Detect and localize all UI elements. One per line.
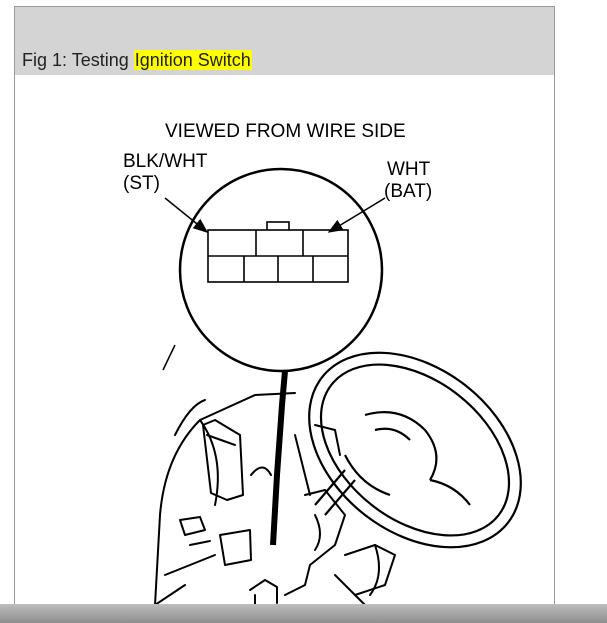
dashboard-sketch [154, 392, 396, 605]
st-label: (ST) [123, 173, 160, 194]
wht-label: WHT [387, 159, 431, 180]
caption-bar: Fig 1: Testing Ignition Switch [15, 7, 554, 75]
figure-caption: Fig 1: Testing Ignition Switch [22, 49, 252, 71]
figure-frame: Fig 1: Testing Ignition Switch VIEWED FR… [14, 6, 555, 605]
view-label: VIEWED FROM WIRE SIDE [165, 121, 406, 142]
steering-wheel [308, 351, 522, 549]
leader-line [270, 370, 288, 546]
connector-icon [207, 221, 349, 283]
window-bottom-bar [0, 604, 607, 623]
diagram-drawing [154, 167, 522, 605]
caption-prefix: Fig 1: Testing [22, 50, 134, 70]
ignition-switch-diagram: VIEWED FROM WIRE SIDE BLK/WHT (ST) WHT (… [15, 75, 554, 605]
st-arrow [164, 197, 209, 233]
bat-label: (BAT) [384, 181, 433, 202]
blk-wht-label: BLK/WHT [123, 151, 208, 172]
bat-arrow [327, 197, 386, 233]
caption-highlight: Ignition Switch [133, 50, 252, 70]
